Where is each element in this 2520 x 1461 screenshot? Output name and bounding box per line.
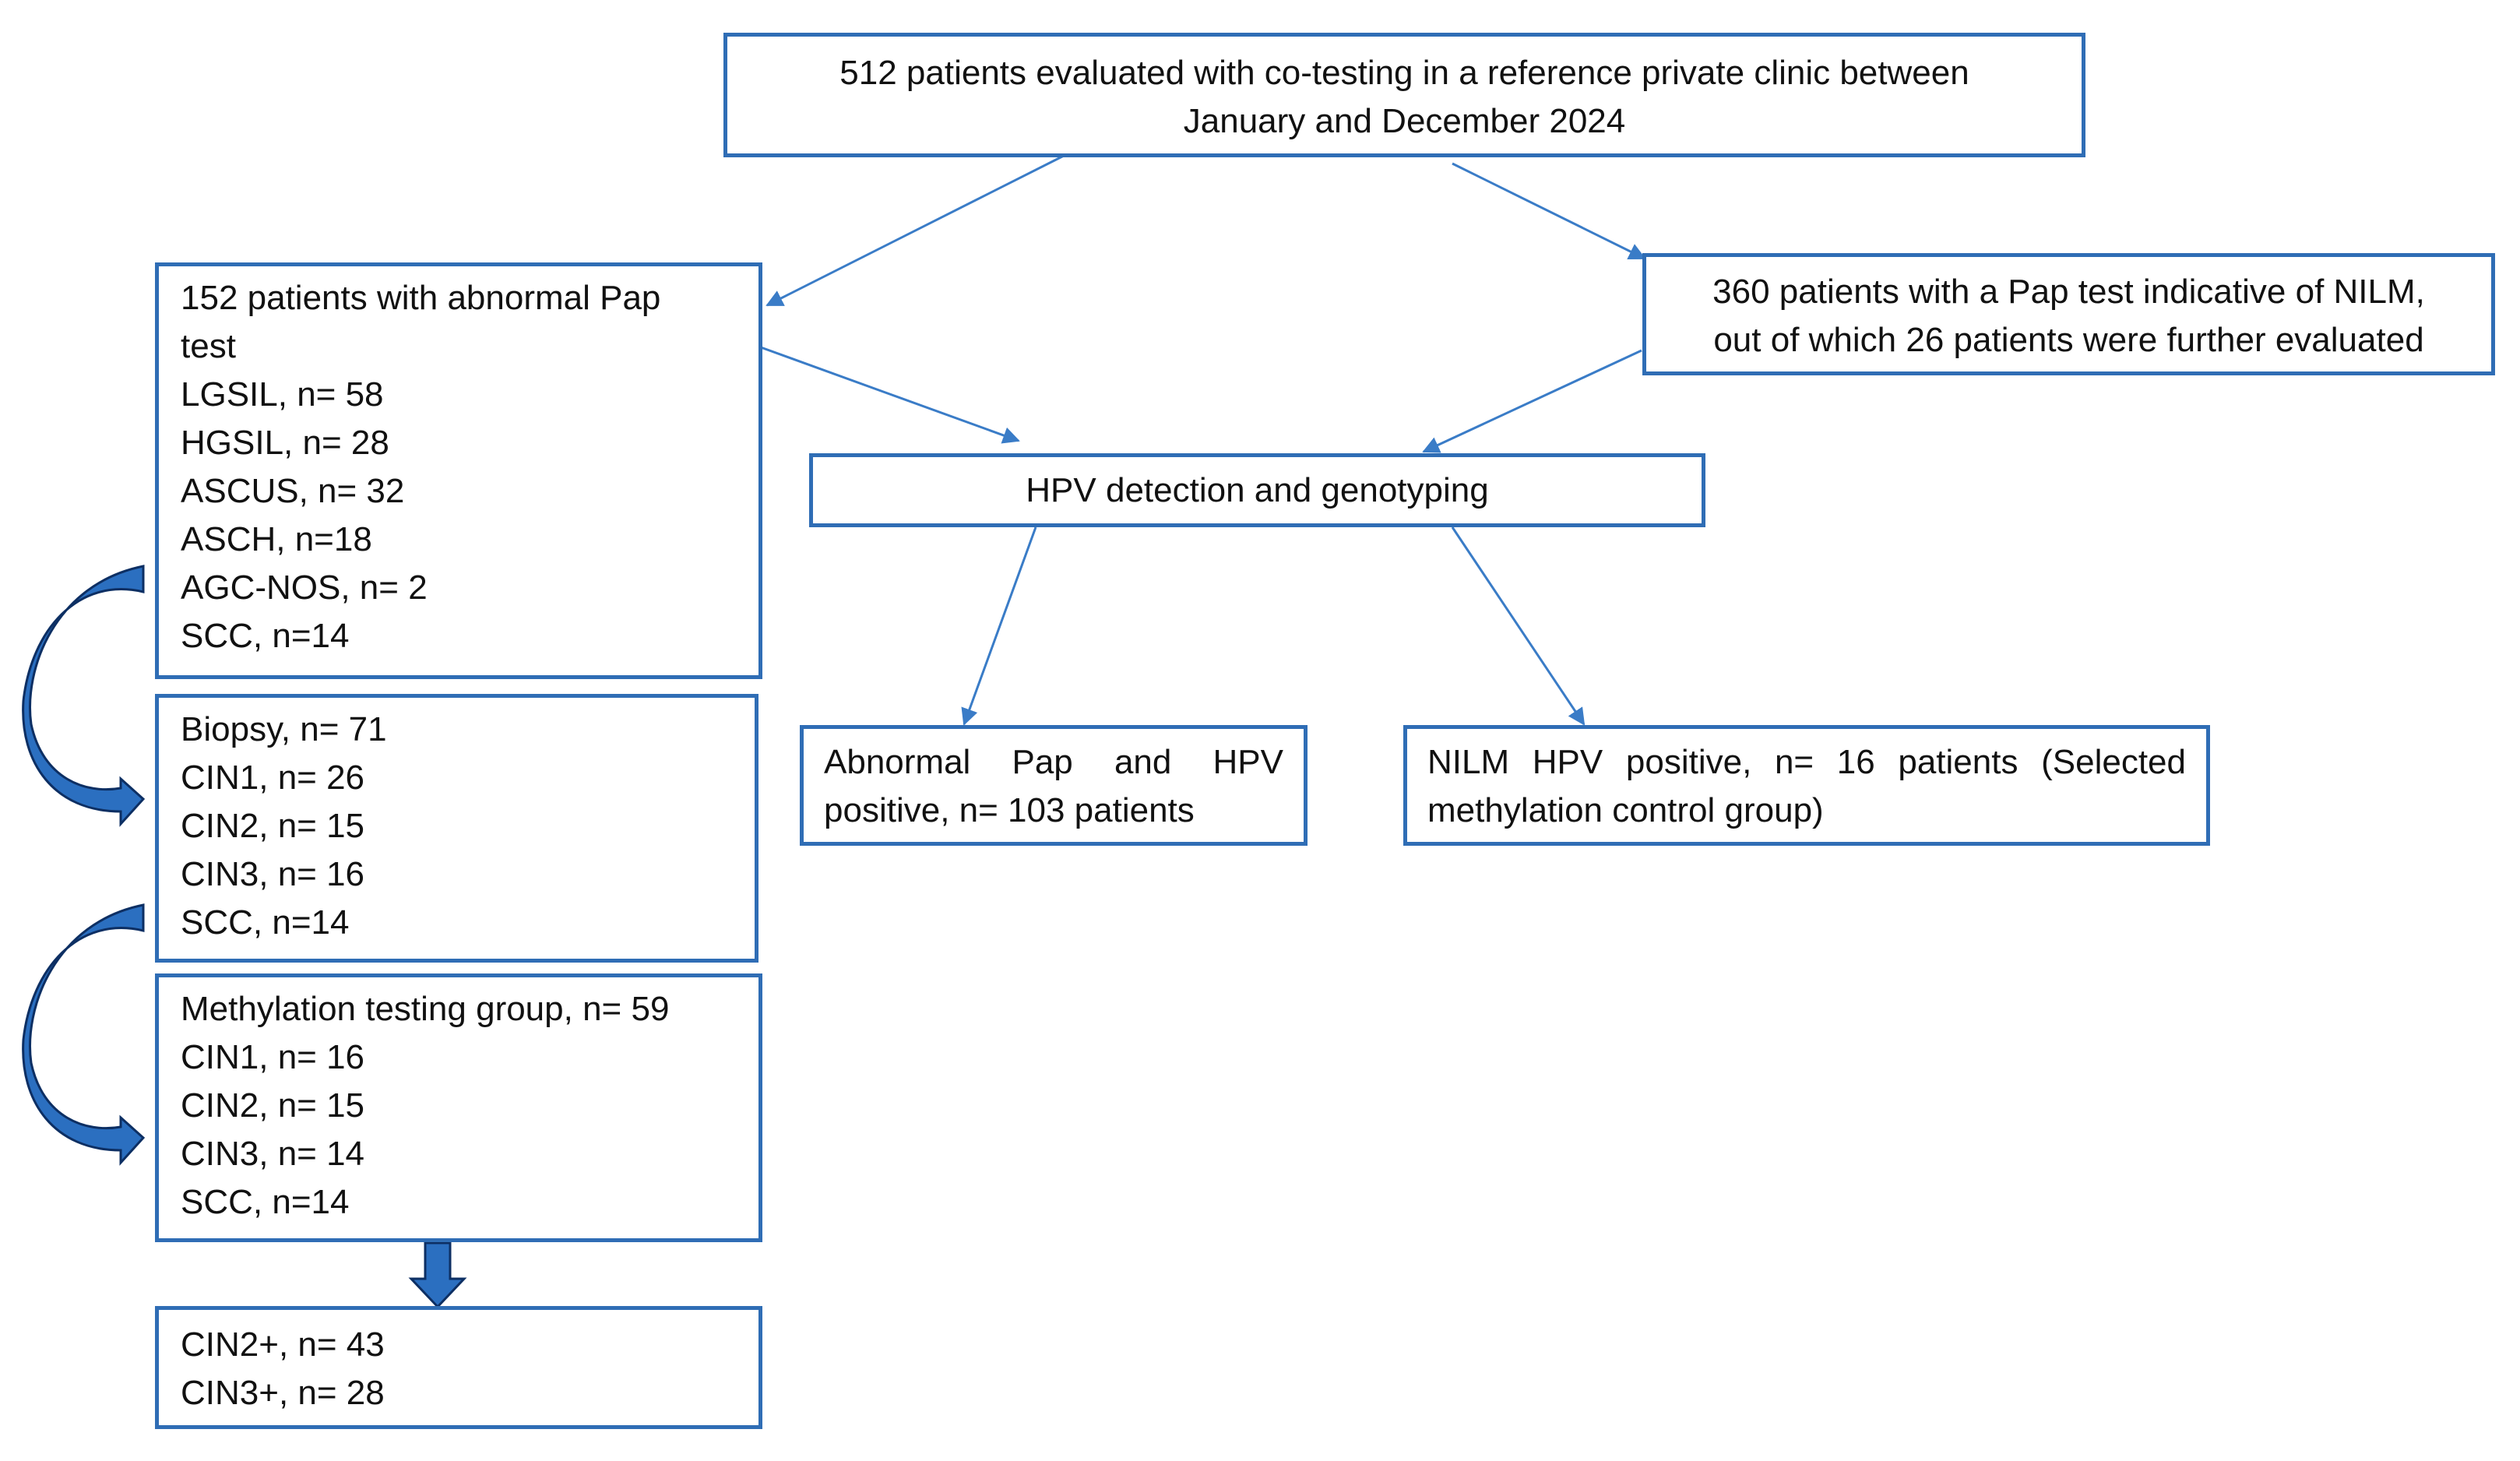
methylation-line-1: Methylation testing group, n= 59	[181, 990, 670, 1028]
biopsy-line-2: CIN1, n= 26	[181, 759, 365, 797]
hpv-box-text: HPV detection and genotyping	[1026, 471, 1489, 509]
biopsy-line-3: CIN2, n= 15	[181, 807, 365, 845]
abnormal-hpv-line-2: positive, n= 103 patients	[824, 791, 1195, 829]
nilm-box-line-1: 360 patients with a Pap test indicative …	[1712, 273, 2425, 311]
abnormal-pap-box: 152 patients with abnormal Pap test LGSI…	[155, 262, 762, 679]
biopsy-line-5: SCC, n=14	[181, 903, 350, 942]
abnormal-pap-line-7: AGC-NOS, n= 2	[181, 569, 428, 607]
top-box: 512 patients evaluated with co-testing i…	[723, 33, 2085, 157]
top-box-line-1: 512 patients evaluated with co-testing i…	[839, 54, 1969, 92]
nilm-hpv-line-2: methylation control group)	[1427, 791, 1824, 829]
abnormal-pap-line-2: test	[181, 327, 236, 365]
top-box-line-2: January and December 2024	[1183, 102, 1626, 140]
methylation-line-5: SCC, n=14	[181, 1183, 350, 1221]
nilm-box-line-2: out of which 26 patients were further ev…	[1713, 321, 2424, 359]
methylation-line-2: CIN1, n= 16	[181, 1038, 365, 1076]
abnormal-pap-line-5: ASCUS, n= 32	[181, 472, 405, 510]
arrow-hpv-to-nilm-hpv	[1451, 526, 1586, 726]
cin-box: CIN2+, n= 43 CIN3+, n= 28	[155, 1306, 762, 1429]
arrow-top-to-nilm	[1452, 162, 1646, 260]
nilm-box: 360 patients with a Pap test indicative …	[1642, 253, 2495, 375]
cin-line-1: CIN2+, n= 43	[181, 1325, 385, 1364]
arrow-abnormal-to-hpv	[760, 346, 1020, 444]
arrow-nilm-to-hpv	[1422, 349, 1642, 453]
nilm-hpv-box: NILM HPV positive, n= 16 patients (Selec…	[1403, 725, 2210, 846]
abnormal-pap-line-4: HGSIL, n= 28	[181, 424, 389, 462]
methylation-line-3: CIN2, n= 15	[181, 1086, 365, 1125]
abnormal-hpv-line-1: Abnormal Pap and HPV	[824, 743, 1283, 781]
abnormal-pap-line-1: 152 patients with abnormal Pap	[181, 279, 661, 317]
curved-arrow-icon-1	[22, 565, 146, 827]
biopsy-box: Biopsy, n= 71 CIN1, n= 26 CIN2, n= 15 CI…	[155, 694, 758, 963]
abnormal-pap-line-6: ASCH, n=18	[181, 520, 372, 558]
nilm-hpv-line-1: NILM HPV positive, n= 16 patients (Selec…	[1427, 743, 2186, 781]
abnormal-hpv-box: Abnormal Pap and HPV positive, n= 103 pa…	[800, 725, 1308, 846]
methylation-line-4: CIN3, n= 14	[181, 1135, 365, 1173]
arrow-top-to-abnormal	[766, 154, 1065, 307]
down-arrow-icon	[408, 1241, 467, 1309]
curved-arrow-icon-2	[22, 903, 146, 1166]
biopsy-line-1: Biopsy, n= 71	[181, 710, 387, 748]
hpv-box: HPV detection and genotyping	[809, 453, 1705, 527]
abnormal-pap-line-8: SCC, n=14	[181, 617, 350, 655]
abnormal-pap-line-3: LGSIL, n= 58	[181, 375, 384, 414]
biopsy-line-4: CIN3, n= 16	[181, 855, 365, 893]
arrow-hpv-to-abnormal-hpv	[961, 526, 1037, 726]
cin-line-2: CIN3+, n= 28	[181, 1374, 385, 1412]
methylation-box: Methylation testing group, n= 59 CIN1, n…	[155, 973, 762, 1242]
